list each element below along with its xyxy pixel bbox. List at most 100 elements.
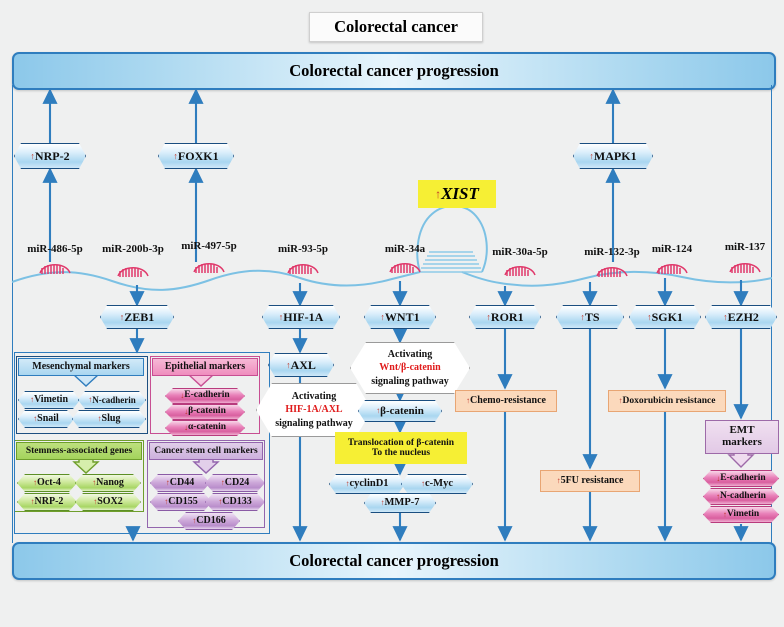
node-wnt1: ↑WNT1 — [364, 305, 436, 329]
node-label: Chemo-resistance — [470, 394, 546, 406]
reg-arrow: ↑ — [30, 497, 35, 506]
node-label: N-cadherin — [720, 490, 766, 501]
reg-arrow: ↑ — [93, 497, 98, 506]
node-zeb1: ↑ZEB1 — [100, 305, 174, 329]
reg-arrow: ↑ — [286, 359, 291, 370]
reg-arrow: ↑ — [220, 478, 225, 487]
node-label: CD166 — [196, 515, 226, 526]
node-label: β-catenin — [380, 404, 424, 417]
node-label: CD155 — [168, 496, 198, 507]
reg-arrow: ↓ — [183, 423, 188, 432]
reg-arrow: ↑ — [88, 395, 93, 404]
mirna-label-200b-3p: miR-200b-3p — [102, 243, 164, 255]
node-label: NRP-2 — [34, 149, 70, 163]
node-label: MAPK1 — [593, 149, 637, 163]
node-c-myc: ↑c-Myc — [401, 474, 473, 494]
reg-arrow: ↑ — [218, 497, 223, 506]
stemness-oct4: ↑Oct-4 — [17, 474, 77, 492]
callout-wnt-beta-catenin: Activating Wnt/β-catenin signaling pathw… — [350, 342, 470, 394]
marker-alpha-catenin: ↓α-catenin — [165, 420, 245, 436]
cscmarkers-header: Cancer stem cell markers — [149, 442, 263, 460]
node-sgk1: ↑SGK1 — [629, 305, 701, 329]
node-label: Slug — [101, 413, 121, 424]
node-label: ZEB1 — [124, 310, 155, 324]
mirna-label-30a-5p: miR-30a-5p — [492, 246, 548, 258]
progression-bar-bottom: Colorectal cancer progression — [12, 542, 776, 580]
reg-arrow: ↑ — [647, 311, 652, 322]
figure-title: Colorectal cancer — [309, 12, 483, 42]
csc-cd44: ↑CD44 — [150, 474, 210, 492]
node-label: CD24 — [224, 477, 250, 488]
reg-arrow: ↑ — [723, 311, 728, 322]
callout-line-1: Activating — [291, 391, 337, 403]
node-label: NRP-2 — [34, 496, 64, 507]
translocation-note: Translocation of β-catenin To the nucleu… — [335, 432, 467, 464]
node-label: SOX2 — [97, 496, 123, 507]
reg-arrow: ↑ — [173, 150, 178, 161]
mirna-label-34a: miR-34a — [384, 243, 426, 255]
csc-cd155: ↑CD155 — [150, 493, 212, 511]
reg-arrow: ↑ — [618, 395, 623, 405]
marker-snail: ↑Snail — [18, 410, 74, 428]
node-label: CD133 — [222, 496, 252, 507]
stemness-nrp2: ↑NRP-2 — [17, 493, 77, 511]
translocation-line-2: To the nucleus — [371, 448, 431, 458]
stemness-sox2: ↑SOX2 — [75, 493, 141, 511]
node-label: SGK1 — [651, 310, 683, 324]
node-label: ROR1 — [490, 310, 524, 324]
reg-arrow: ↑ — [380, 498, 385, 507]
marker-e-cadherin: ↓E-cadherin — [165, 388, 245, 404]
node-axl: ↑AXL — [268, 353, 334, 377]
xist-upregulation-arrow: ↑ — [435, 186, 442, 201]
node-label: Doxorubicin resistance — [622, 395, 716, 406]
node-label: 5FU resistance — [560, 474, 624, 486]
reg-arrow: ↑ — [580, 311, 585, 322]
marker-beta-catenin: ↓β-catenin — [165, 404, 245, 420]
node-hif1a: ↑HIF-1A — [262, 305, 340, 329]
node-label: Vimetin — [726, 508, 760, 519]
reg-arrow: ↑ — [722, 509, 727, 519]
stemness-nanog: ↑Nanog — [75, 474, 141, 492]
marker-panel-frame — [14, 352, 270, 534]
mirna-label-137: miR-137 — [724, 241, 766, 253]
node-label: WNT1 — [384, 310, 420, 324]
mesenchymal-header: Mesenchymal markers — [18, 358, 144, 376]
reg-arrow: ↑ — [33, 478, 38, 487]
reg-arrow: ↑ — [376, 406, 381, 415]
node-label: FOXK1 — [177, 149, 219, 163]
node-label: c-Myc — [425, 477, 453, 489]
reg-arrow: ↑ — [30, 150, 35, 161]
emt-header: EMT markers — [705, 420, 779, 454]
xist-name: XIST — [441, 184, 479, 203]
reg-arrow: ↑ — [92, 478, 97, 487]
xist-label: ↑XIST — [418, 180, 496, 208]
reg-arrow: ↑ — [345, 479, 350, 488]
reg-arrow: ↑ — [486, 311, 491, 322]
node-nrp2-top: ↑NRP-2 — [14, 143, 86, 169]
csc-cd166: ↑CD166 — [178, 512, 240, 530]
node-label: Snail — [37, 413, 59, 424]
node-label: Nanog — [96, 477, 124, 488]
reg-arrow: ↑ — [716, 491, 721, 501]
emt-header-line-1: EMT — [729, 424, 755, 437]
node-label: E-cadherin — [720, 472, 766, 483]
progression-bar-top: Colorectal cancer progression — [12, 52, 776, 90]
callout-hif1a-axl: Activating HIF-1A/AXL signaling pathway — [256, 383, 372, 437]
chemo-resistance-box: ↑Chemo-resistance — [455, 390, 557, 412]
reg-arrow: ↑ — [119, 311, 125, 322]
node-ts: ↑TS — [556, 305, 624, 329]
node-label: β-catenin — [188, 406, 226, 417]
emt-e-cadherin: ↓E-cadherin — [703, 470, 779, 487]
node-label: EZH2 — [727, 310, 759, 324]
reg-arrow: ↑ — [421, 479, 425, 488]
callout-line-1: Activating — [387, 349, 433, 361]
node-ror1: ↑ROR1 — [469, 305, 541, 329]
marker-slug: ↑Slug — [72, 410, 146, 428]
reg-arrow: ↑ — [192, 516, 197, 525]
emt-vimetin: ↑Vimetin — [703, 506, 779, 523]
node-label: TS — [584, 310, 600, 324]
reg-arrow: ↑ — [165, 478, 170, 487]
node-label: Vimetin — [33, 394, 69, 405]
fu-resistance-box: ↑5FU resistance — [540, 470, 640, 492]
